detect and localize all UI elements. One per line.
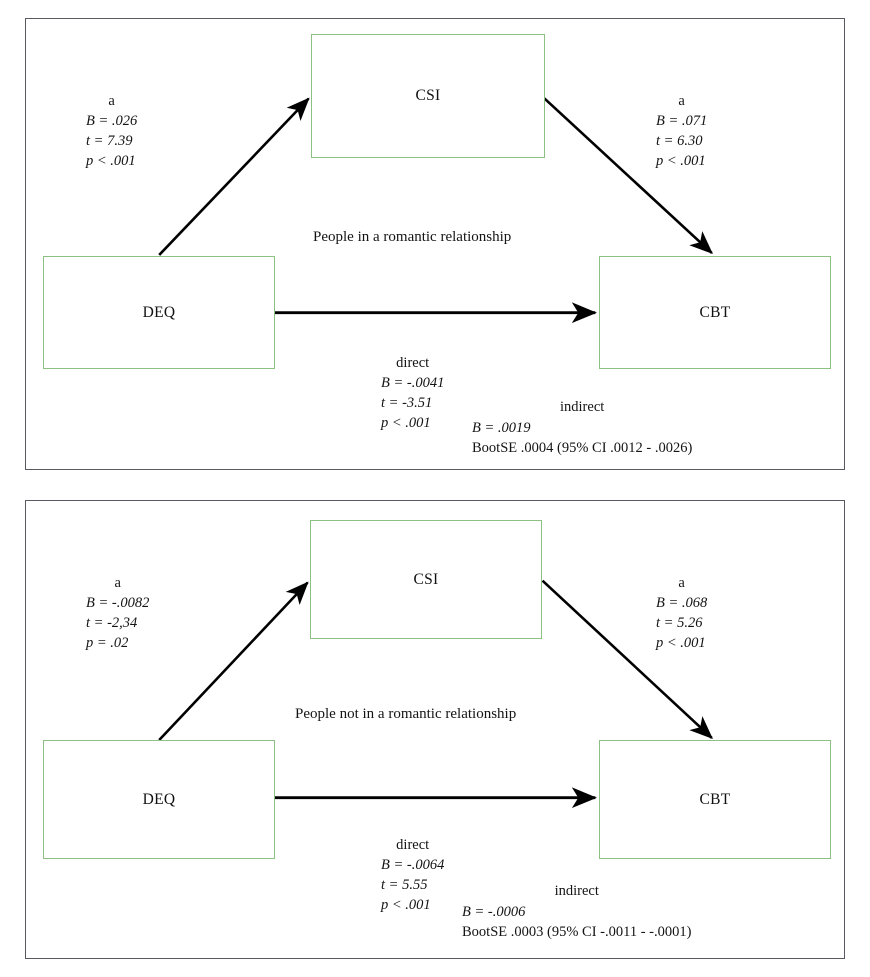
path-b-b: B = .071	[656, 113, 708, 129]
node-csi-label: CSI	[415, 87, 441, 104]
node-deq-label: DEQ	[142, 303, 176, 321]
arrow-deq-to-csi	[158, 581, 309, 741]
direct-effect-label: direct	[396, 837, 430, 853]
path-b-t: t = 5.26	[656, 615, 703, 631]
direct-effect-b: B = -.0064	[381, 857, 445, 873]
node-deq-label: DEQ	[142, 790, 176, 808]
indirect-effect-stats: indirect B = .0019 BootSE .0004 (95% CI …	[472, 397, 692, 459]
path-b-t: t = 6.30	[656, 133, 703, 149]
direct-effect-p: p < .001	[381, 415, 431, 431]
group-title: People in a romantic relationship	[313, 229, 512, 245]
path-b-p: p < .001	[656, 153, 706, 169]
path-b-stats: a B = .068 t = 5.26 p < .001	[656, 573, 707, 653]
direct-effect-t: t = -3.51	[381, 395, 433, 411]
path-a-b: B = .026	[86, 113, 138, 129]
path-a-p: p = .02	[86, 635, 129, 651]
path-b-label: a	[678, 575, 685, 591]
group-title: People not in a romantic relationship	[295, 706, 517, 722]
indirect-effect-label: indirect	[554, 883, 599, 899]
path-a-t: t = 7.39	[86, 133, 133, 149]
indirect-effect-b: B = .0019	[472, 419, 531, 436]
node-deq: DEQ	[43, 256, 275, 369]
indirect-effect-bootse: BootSE .0003 (95% CI -.0011 - -.0001)	[462, 924, 692, 941]
path-a-b: B = -.0082	[86, 595, 150, 611]
node-cbt: CBT	[599, 740, 831, 859]
path-a-stats: a B = .026 t = 7.39 p < .001	[86, 91, 137, 171]
panel-romantic-relationship: CSI DEQ CBT People in a romantic relatio…	[25, 18, 845, 470]
arrow-deq-to-csi	[158, 97, 310, 256]
node-csi: CSI	[311, 34, 545, 158]
direct-effect-stats: direct B = -.0064 t = 5.55 p < .001	[381, 835, 444, 915]
indirect-effect-b: B = -.0006	[462, 903, 526, 920]
node-csi-label: CSI	[413, 570, 439, 588]
path-a-stats: a B = -.0082 t = -2,34 p = .02	[86, 573, 149, 653]
path-a-label: a	[114, 575, 121, 591]
path-b-label: a	[678, 93, 685, 109]
direct-effect-b: B = -.0041	[381, 375, 445, 391]
direct-effect-t: t = 5.55	[381, 877, 428, 893]
direct-effect-stats: direct B = -.0041 t = -3.51 p < .001	[381, 353, 444, 433]
node-csi: CSI	[310, 520, 542, 639]
indirect-effect-label: indirect	[560, 399, 605, 415]
path-a-t: t = -2,34	[86, 615, 138, 631]
path-b-p: p < .001	[656, 635, 706, 651]
direct-effect-label: direct	[396, 355, 430, 371]
indirect-effect-stats: indirect B = -.0006 BootSE .0003 (95% CI…	[462, 881, 691, 943]
panel-not-romantic-relationship: CSI DEQ CBT People not in a romantic rel…	[25, 500, 845, 959]
path-b-b: B = .068	[656, 595, 708, 611]
indirect-effect-bootse: BootSE .0004 (95% CI .0012 - .0026)	[472, 440, 693, 457]
node-cbt-label: CBT	[699, 790, 731, 808]
direct-effect-p: p < .001	[381, 897, 431, 913]
node-cbt-label: CBT	[699, 303, 731, 321]
path-b-stats: a B = .071 t = 6.30 p < .001	[656, 91, 707, 171]
path-a-label: a	[108, 93, 115, 109]
path-a-p: p < .001	[86, 153, 136, 169]
node-deq: DEQ	[43, 740, 275, 859]
node-cbt: CBT	[599, 256, 831, 369]
